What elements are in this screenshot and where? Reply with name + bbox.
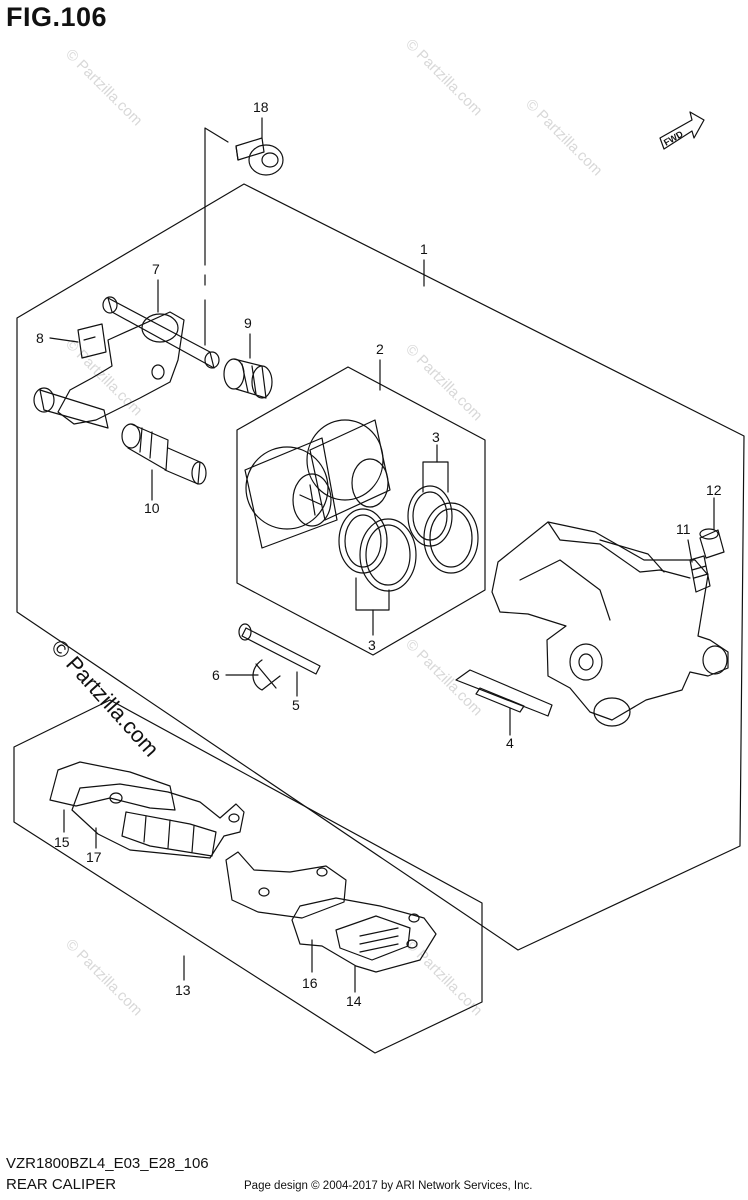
figure-title: FIG.106 — [6, 2, 108, 32]
callout-2: 2 — [376, 341, 384, 357]
callout-4: 4 — [506, 735, 514, 751]
callout-16: 16 — [302, 975, 318, 991]
callout-1: 1 — [420, 241, 428, 257]
callout-6: 6 — [212, 667, 220, 683]
pad-friction-material — [121, 811, 217, 857]
leader-line — [422, 461, 449, 493]
watermark-main: © Partzilla.com — [46, 635, 164, 762]
brake-pad-part-15 — [49, 761, 176, 811]
pad-pin-part-5 — [238, 623, 321, 675]
callout-5: 5 — [292, 697, 300, 713]
fwd-arrow-icon — [659, 111, 705, 150]
pad-set-outline — [13, 699, 483, 1054]
watermark-text: © Partzilla.com — [62, 936, 145, 1019]
caliper-assembly-outline — [16, 183, 745, 951]
leader-line — [49, 337, 79, 343]
watermark-text: © Partzilla.com — [522, 96, 605, 179]
page-credit: Page design © 2004-2017 by ARI Network S… — [244, 1180, 533, 1192]
leader-line — [687, 539, 693, 563]
leader-line — [204, 127, 229, 266]
pad-spring-part-4 — [455, 669, 553, 717]
bracket-pin — [33, 387, 109, 429]
watermark-text: © Partzilla.com — [62, 46, 145, 129]
watermark-text: © Partzilla.com — [62, 336, 145, 419]
piston-set-outline — [236, 366, 486, 656]
callout-18: 18 — [253, 99, 269, 115]
callout-11: 11 — [676, 521, 691, 537]
callout-13: 13 — [175, 982, 191, 998]
callout-17: 17 — [86, 849, 102, 865]
bolt-part-18 — [235, 137, 284, 176]
seal-ring-part-3 — [338, 508, 388, 574]
piston-part-2 — [306, 419, 391, 521]
bleeder-valve-part-11 — [689, 555, 711, 593]
section-name: REAR CALIPER — [6, 1176, 117, 1193]
boot-part-10 — [121, 423, 207, 485]
callout-15: 15 — [54, 834, 70, 850]
callout-9: 9 — [244, 315, 252, 331]
watermark-text: © Partzilla.com — [402, 341, 485, 424]
callout-3-lower: 3 — [368, 637, 376, 653]
spring-clip-part-8 — [77, 323, 107, 359]
callout-10: 10 — [144, 500, 160, 516]
shim-part-14 — [291, 897, 437, 973]
brake-pad-part-16 — [225, 851, 347, 919]
clip-part-6 — [252, 659, 281, 691]
slide-pin-part-7 — [102, 296, 220, 369]
caliper-bracket — [57, 311, 185, 425]
callout-14: 14 — [346, 993, 362, 1009]
watermark-text: © Partzilla.com — [402, 636, 485, 719]
bleeder-cap-part-12 — [699, 528, 725, 559]
callout-8: 8 — [36, 330, 44, 346]
leader-line — [355, 577, 390, 611]
boot-part-9 — [223, 358, 273, 399]
shim-part-17 — [71, 783, 245, 859]
callout-7: 7 — [152, 261, 160, 277]
model-code: VZR1800BZL4_E03_E28_106 — [6, 1155, 209, 1172]
caliper-body — [491, 521, 729, 727]
piston-part-2 — [244, 437, 338, 549]
seal-ring-part-3 — [359, 518, 417, 592]
callout-12: 12 — [706, 482, 722, 498]
callout-3-upper: 3 — [432, 429, 440, 445]
seal-ring-part-3 — [423, 502, 479, 574]
watermark-text: © Partzilla.com — [402, 36, 485, 119]
